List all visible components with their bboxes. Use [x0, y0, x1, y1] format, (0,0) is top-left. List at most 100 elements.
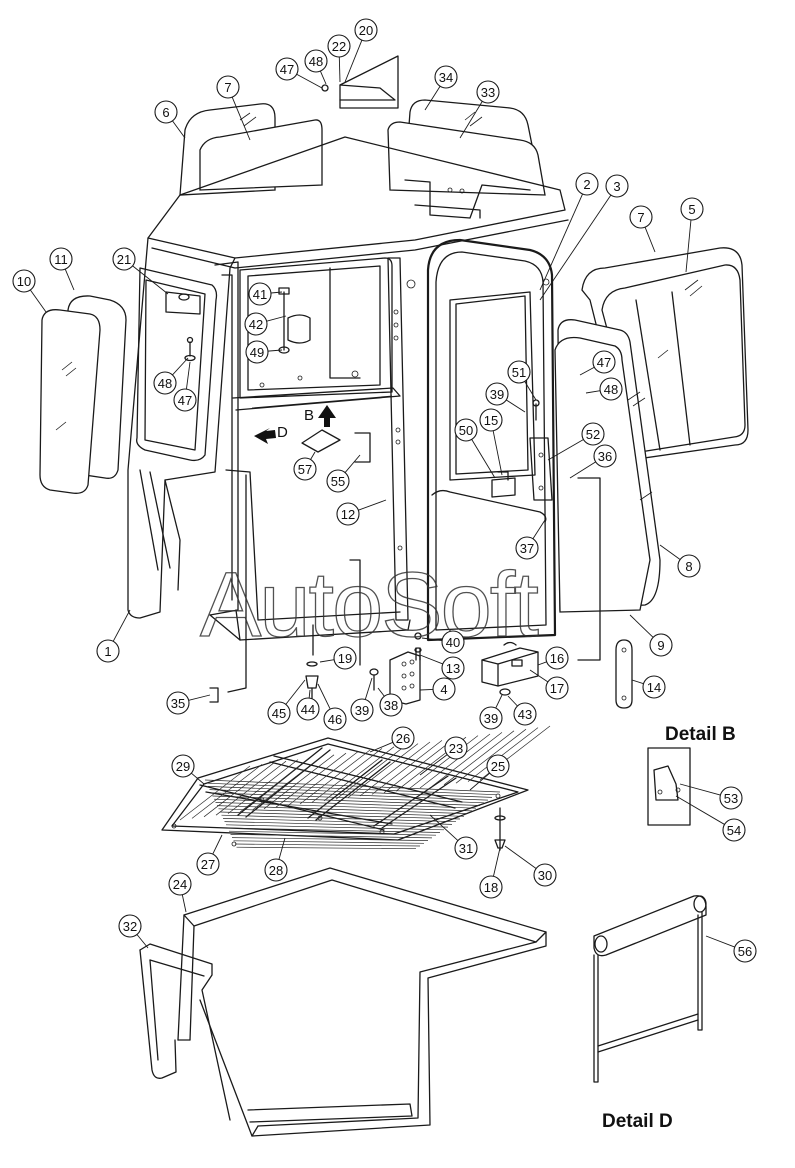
callout-circle	[391, 726, 415, 750]
leader-c7a	[231, 96, 251, 141]
callout-c45: 45	[267, 701, 291, 725]
callout-circle	[629, 205, 653, 229]
callout-c17: 17	[545, 676, 569, 700]
callout-circle	[581, 422, 605, 446]
callout-number: 44	[301, 702, 315, 717]
callout-circle	[304, 49, 328, 73]
callout-c56: 56	[733, 939, 757, 963]
leader-c20	[344, 40, 363, 83]
callout-circle	[599, 377, 623, 401]
callout-circle	[118, 914, 142, 938]
callout-number: 7	[637, 210, 644, 225]
callout-circle	[248, 282, 272, 306]
leader-c19	[319, 659, 335, 663]
callout-c49: 49	[245, 340, 269, 364]
mesh-line	[222, 818, 453, 825]
leader-c5	[685, 219, 692, 273]
callout-c16: 16	[545, 646, 569, 670]
callout-circle	[545, 646, 569, 670]
callout-circle	[350, 698, 374, 722]
callout-circle	[323, 707, 347, 731]
callout-c48a: 48	[304, 49, 328, 73]
callout-circle	[432, 677, 456, 701]
callout-c39a: 39	[485, 382, 509, 406]
callout-c8: 8	[677, 554, 701, 578]
leader-c6	[172, 120, 186, 139]
mesh-line	[371, 740, 443, 795]
callout-c47a: 47	[275, 57, 299, 81]
callout-c46: 46	[323, 707, 347, 731]
callout-c28: 28	[264, 858, 288, 882]
callout-circle	[166, 691, 190, 715]
floor-mat-grating	[161, 725, 551, 851]
callout-circle	[485, 382, 509, 406]
leader-c2	[539, 193, 583, 291]
callout-number: 28	[269, 863, 283, 878]
leader-c32	[136, 934, 149, 949]
callout-c27: 27	[196, 852, 220, 876]
mesh-line	[335, 744, 407, 800]
leader-c55	[344, 454, 361, 473]
leader-c52	[547, 439, 584, 461]
sun-visor-20	[321, 55, 399, 109]
leader-c8	[659, 544, 681, 560]
callout-c14: 14	[642, 675, 666, 699]
callout-number: 10	[17, 274, 31, 289]
leader-c28	[278, 837, 286, 860]
mesh-line	[228, 830, 437, 836]
mesh-line	[204, 779, 501, 793]
leader-c30	[504, 845, 537, 869]
mesh-line	[215, 802, 473, 812]
callout-c15: 15	[479, 408, 503, 432]
mesh-line	[311, 748, 383, 803]
callout-c2: 2	[575, 172, 599, 196]
callout-c52: 52	[581, 422, 605, 446]
detail-d-title: Detail D	[602, 1111, 673, 1132]
leader-c39a	[506, 399, 526, 413]
callout-number: 7	[224, 80, 231, 95]
leader-c49	[267, 349, 283, 352]
callout-circle	[379, 693, 403, 717]
leader-c33	[459, 101, 483, 139]
callout-c21: 21	[112, 247, 136, 271]
callout-number: 36	[598, 449, 612, 464]
callout-circle	[327, 34, 351, 58]
mesh-line	[299, 749, 371, 805]
callout-circle	[333, 646, 357, 670]
callout-number: 35	[171, 696, 185, 711]
callout-number: 47	[280, 62, 294, 77]
callout-number: 34	[439, 70, 453, 85]
callout-number: 29	[176, 759, 190, 774]
leader-c36	[569, 461, 596, 479]
callout-c54: 54	[722, 818, 746, 842]
callout-number: 2	[583, 177, 590, 192]
callout-c37: 37	[515, 536, 539, 560]
callout-c30: 30	[533, 863, 557, 887]
callout-circle	[476, 80, 500, 104]
callout-circle	[293, 457, 317, 481]
leader-c47b	[185, 361, 191, 390]
mesh-line	[275, 752, 347, 808]
callout-number: 56	[738, 944, 752, 959]
callout-c18: 18	[479, 875, 503, 899]
mesh-line	[219, 811, 461, 820]
callout-circle	[441, 630, 465, 654]
leader-c39b	[364, 677, 373, 700]
callout-circle	[216, 75, 240, 99]
mesh-line	[323, 746, 395, 802]
leader-c29	[191, 772, 205, 785]
mesh-line	[234, 843, 421, 847]
callout-circle	[267, 701, 291, 725]
callout-number: 53	[724, 791, 738, 806]
callout-number: 24	[173, 877, 187, 892]
callout-number: 47	[597, 355, 611, 370]
mesh-line	[467, 727, 539, 782]
callout-number: 43	[518, 707, 532, 722]
mesh-line	[233, 840, 425, 844]
callout-c24: 24	[168, 872, 192, 896]
callout-c11: 11	[49, 247, 73, 271]
callout-circle	[196, 852, 220, 876]
callout-circle	[12, 269, 36, 293]
callout-number: 19	[338, 651, 352, 666]
callout-number: 49	[250, 345, 264, 360]
